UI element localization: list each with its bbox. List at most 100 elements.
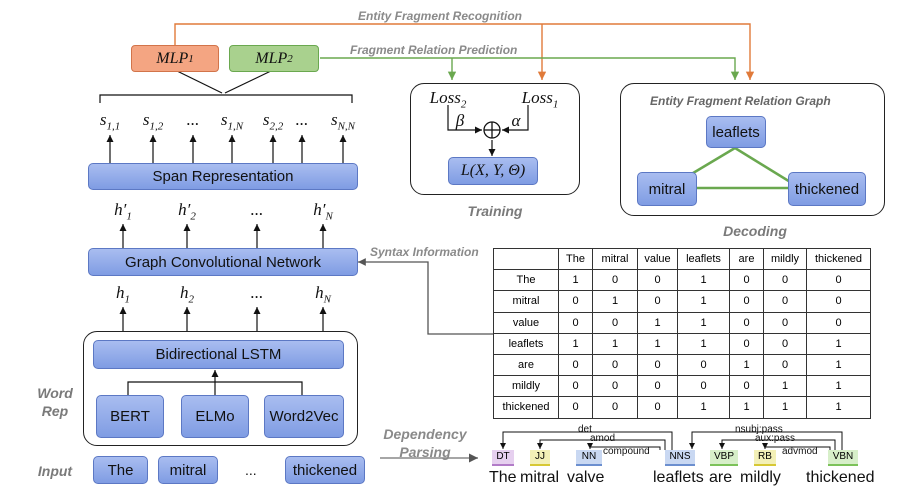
input-word-thickened: thickened	[285, 456, 365, 484]
matrix-row-label: mitral	[493, 290, 559, 313]
pos-tag-rb: RB	[754, 450, 776, 466]
matrix-cell: 0	[592, 269, 638, 292]
input-label: Input	[37, 463, 73, 479]
matrix-cell: 0	[806, 269, 871, 292]
matrix-row-label: are	[493, 353, 559, 377]
training-frame	[410, 83, 580, 195]
mlp1-sub: 1	[188, 52, 194, 65]
matrix-cell: 1	[558, 269, 593, 292]
adjacency-matrix: The mitral value leaflets are mildly thi…	[493, 247, 871, 419]
matrix-cell: 0	[558, 311, 593, 334]
matrix-header: are	[729, 247, 764, 271]
matrix-cell: 0	[729, 269, 764, 292]
beta-symbol: β	[455, 111, 465, 130]
matrix-cell: 0	[558, 290, 593, 313]
matrix-cell: 1	[806, 353, 871, 377]
graph-node-thickened: thickened	[788, 172, 866, 206]
matrix-cell: 1	[592, 290, 638, 313]
arc-advmod: advmod	[782, 446, 818, 457]
matrix-cell: 0	[637, 375, 678, 398]
matrix-cell: 1	[637, 332, 678, 355]
dep-word-valve: valve	[567, 469, 605, 486]
arc-nsubjpass: nsubj:pass	[735, 424, 783, 435]
decoding-frame	[620, 83, 885, 216]
entity-fragment-recognition-label: Entity Fragment Recognition	[358, 9, 523, 23]
mlp2-sub: 2	[287, 52, 293, 65]
pos-tag-jj: JJ	[530, 450, 550, 466]
matrix-header: The	[558, 247, 593, 271]
graph-node-mitral: mitral	[637, 172, 697, 206]
recognition-line	[174, 23, 755, 80]
arc-auxpass: aux:pass	[755, 433, 796, 444]
pos-tag-dt: DT	[492, 450, 514, 466]
gcn-box: Graph Convolutional Network	[88, 248, 358, 276]
span-s1n: s1,N	[220, 110, 244, 133]
word-rep-frame	[83, 331, 358, 446]
matrix-cell: 0	[729, 290, 764, 313]
matrix-cell: 0	[637, 353, 678, 377]
hprime-n: h′N	[313, 200, 333, 223]
mlp1-label: MLP	[156, 49, 189, 67]
hprime-ellipsis: ...	[250, 200, 264, 219]
matrix-cell: 0	[558, 375, 593, 398]
matrix-cell: 0	[637, 269, 678, 292]
word2vec-box: Word2Vec	[264, 395, 344, 438]
pos-tag-vbn: VBN	[828, 450, 858, 466]
loss-formula-box: L(X, Y, Θ)	[448, 157, 538, 185]
relation-graph-title: Entity Fragment Relation Graph	[650, 94, 831, 108]
hprime-2: h′2	[178, 200, 196, 223]
matrix-header: leaflets	[677, 247, 730, 271]
matrix-header: mitral	[592, 247, 638, 271]
matrix-header: thickened	[806, 247, 871, 271]
matrix-cell: 0	[763, 332, 807, 355]
dep-word-mitral: mitral	[520, 469, 560, 486]
span-snn: sN,N	[330, 110, 356, 133]
pos-tag-nns: NNS	[665, 450, 695, 466]
matrix-corner	[493, 247, 559, 271]
matrix-cell: 0	[592, 353, 638, 377]
h-2: h2	[180, 283, 194, 306]
matrix-cell: 0	[592, 375, 638, 398]
bert-box: BERT	[96, 395, 164, 438]
input-word-mitral: mitral	[158, 456, 218, 484]
h-n: hN	[315, 283, 331, 306]
arc-amod: amod	[590, 433, 616, 444]
matrix-cell: 0	[763, 269, 807, 292]
matrix-cell: 0	[558, 396, 593, 419]
matrix-cell: 1	[806, 375, 871, 398]
matrix-cell: 0	[763, 290, 807, 313]
matrix-cell: 1	[806, 396, 871, 419]
matrix-cell: 1	[558, 332, 593, 355]
span-representation-box: Span Representation	[88, 163, 358, 190]
matrix-header: mildly	[763, 247, 807, 271]
matrix-cell: 0	[806, 290, 871, 313]
matrix-row-label: The	[493, 269, 559, 292]
span-s12: s1,2	[142, 110, 164, 133]
input-ellipsis: ...	[245, 462, 257, 478]
matrix-cell: 1	[763, 375, 807, 398]
arc-det: det	[578, 424, 592, 435]
input-word-the: The	[93, 456, 148, 484]
span-s11: s1,1	[99, 110, 121, 133]
pos-tag-nn: NN	[576, 450, 602, 466]
matrix-cell: 0	[729, 332, 764, 355]
training-label: Training	[467, 203, 523, 219]
matrix-row-label: value	[493, 311, 559, 334]
matrix-cell: 1	[729, 353, 764, 377]
matrix-cell: 1	[677, 332, 730, 355]
matrix-cell: 0	[763, 353, 807, 377]
matrix-cell: 0	[729, 311, 764, 334]
span-ellipsis-2: ...	[295, 110, 309, 129]
alpha-symbol: α	[511, 111, 521, 130]
matrix-cell: 1	[763, 396, 807, 419]
span-ellipsis-1: ...	[186, 110, 200, 129]
matrix-cell: 0	[637, 290, 678, 313]
matrix-cell: 1	[677, 269, 730, 292]
